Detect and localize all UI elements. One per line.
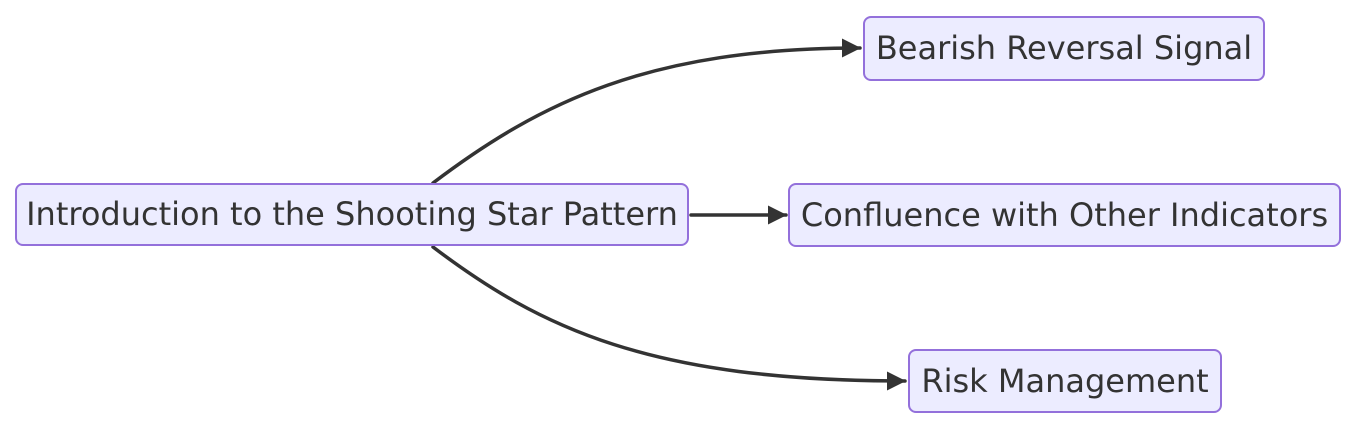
node-risk-label: Risk Management xyxy=(921,361,1209,400)
node-introduction-label: Introduction to the Shooting Star Patter… xyxy=(26,195,678,234)
node-bearish-label: Bearish Reversal Signal xyxy=(875,29,1253,68)
edge-intro-to-risk xyxy=(431,245,907,391)
node-confluence-label: Confluence with Other Indicators xyxy=(800,195,1329,234)
edge-intro-to-bearish xyxy=(431,38,862,185)
node-confluence-other-indicators: Confluence with Other Indicators xyxy=(788,183,1341,247)
node-risk-management: Risk Management xyxy=(908,349,1222,413)
node-bearish-reversal-signal: Bearish Reversal Signal xyxy=(863,16,1265,81)
node-introduction-shooting-star: Introduction to the Shooting Star Patter… xyxy=(15,183,689,246)
